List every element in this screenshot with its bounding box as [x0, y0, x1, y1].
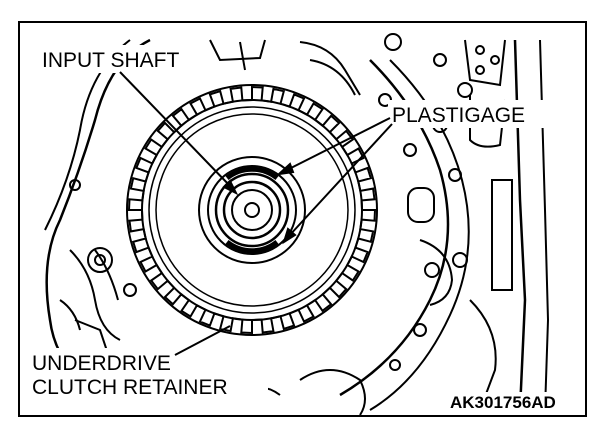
plastigage-strip-lower [225, 239, 279, 254]
underdrive-leader [174, 325, 231, 356]
plastigage-label: PLASTIGAGE [392, 104, 525, 127]
plastigage-arrowhead-upper [275, 162, 295, 176]
leader-lines [119, 71, 393, 356]
spline-teeth-outline [127, 85, 377, 335]
input-shaft-label-bg [38, 45, 208, 73]
underdrive-label-bg [28, 348, 268, 400]
input-shaft-arrowhead [222, 179, 239, 196]
plastigage-label-bg [388, 100, 550, 128]
underdrive-label-line1: UNDERDRIVE [32, 352, 171, 375]
input-shaft-label: INPUT SHAFT [42, 49, 179, 72]
figure-code-bg [446, 392, 581, 414]
plastigage-leader-lower [287, 123, 393, 238]
plastigage-arrowhead-lower [282, 227, 297, 245]
input-shaft-leader [119, 71, 233, 189]
plastigage-leader-upper [284, 117, 391, 172]
clutch-retainer-splines [127, 85, 377, 335]
figure-code: AK301756AD [450, 393, 556, 412]
plastigage-strip-upper [225, 166, 279, 181]
underdrive-label-line2: CLUTCH RETAINER [32, 376, 228, 399]
